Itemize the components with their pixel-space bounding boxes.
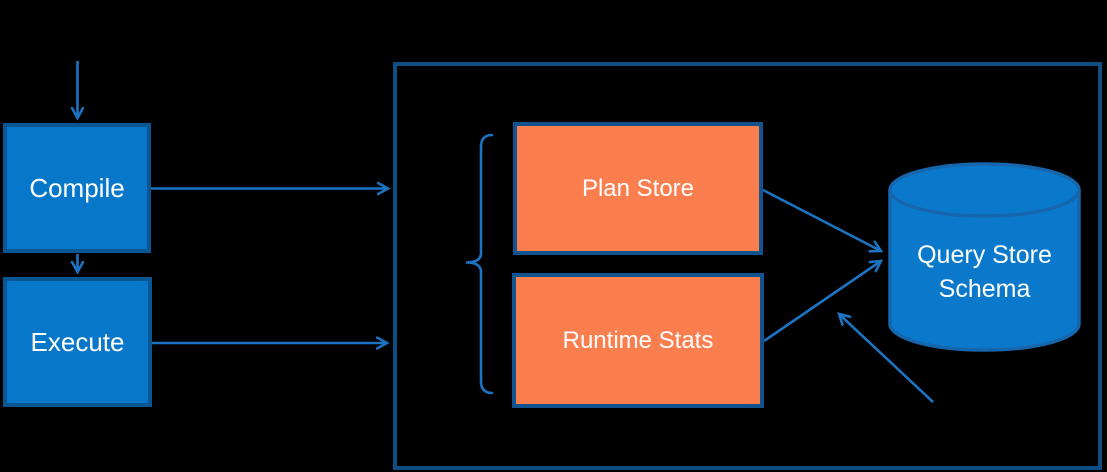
plan-store-label: Plan Store [581, 174, 695, 202]
query-store-schema-label-line1: Query Store [917, 241, 1052, 269]
curly-brace-icon [465, 133, 494, 395]
query-store-schema-label: Query Store Schema [889, 238, 1080, 306]
runtime-stats-to-schema-arrow [763, 261, 881, 343]
runtime-stats-box: Runtime Stats [512, 273, 764, 408]
query-store-boundary [393, 62, 1102, 470]
database-cylinder-icon [888, 162, 1081, 352]
compile-box: Compile [3, 123, 151, 253]
plan-store-box: Plan Store [513, 122, 763, 255]
compile-label: Compile [29, 172, 125, 203]
runtime-stats-label: Runtime Stats [562, 326, 714, 354]
execute-box: Execute [3, 277, 152, 407]
plan-store-to-schema-arrow [762, 188, 881, 251]
execute-label: Execute [30, 326, 125, 357]
query-store-schema-label-line2: Schema [938, 275, 1031, 303]
async-write-arrow [839, 314, 934, 403]
